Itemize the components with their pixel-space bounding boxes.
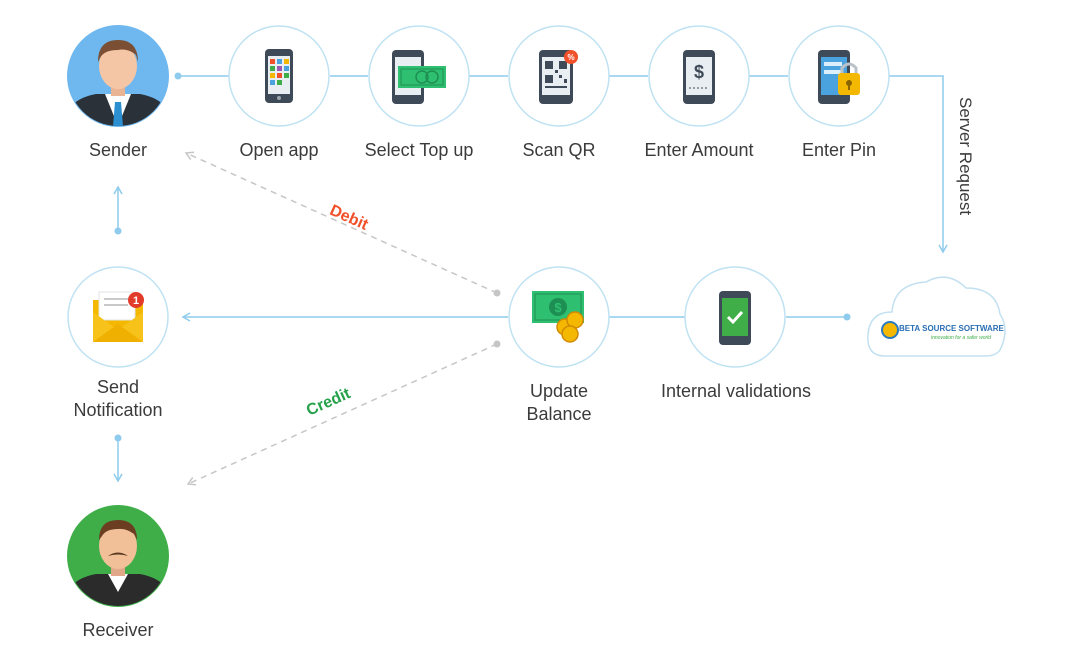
- label-send-notification: Send Notification: [48, 376, 188, 422]
- phone-cash-icon: [392, 50, 446, 104]
- label-send-notification-line2: Notification: [73, 400, 163, 420]
- phone-apps-icon: [265, 49, 293, 103]
- svg-text:%: %: [567, 53, 574, 62]
- dollar-phone-icon: $: [683, 50, 715, 104]
- dashed-flows: [184, 151, 498, 486]
- label-server-request: Server Request: [956, 97, 975, 216]
- step-update-balance: $: [508, 266, 610, 368]
- connector-pin-server: [889, 75, 948, 254]
- step-internal-validations: [684, 266, 786, 368]
- receiver-avatar: [67, 505, 169, 607]
- step-send-notification: 1: [67, 266, 169, 368]
- server-tagline: innovation for a safer world: [931, 335, 991, 341]
- debit-arrow: [184, 151, 498, 294]
- label-select-top-up: Select Top up: [364, 140, 474, 160]
- label-receiver: Receiver: [82, 620, 154, 640]
- label-update-balance: Update Balance: [499, 380, 619, 426]
- lock-phone-icon: [818, 50, 860, 104]
- server-brand: BETA SOURCE SOFTWARE: [899, 324, 1005, 333]
- server-cloud: [867, 276, 1006, 357]
- label-enter-pin: Enter Pin: [801, 140, 877, 160]
- money-coins-icon: $: [532, 291, 584, 343]
- sender-avatar: [67, 25, 169, 127]
- label-update-balance-line2: Balance: [526, 404, 592, 424]
- svg-text:$: $: [694, 62, 704, 82]
- step-select-top-up: [368, 25, 470, 127]
- label-enter-amount: Enter Amount: [644, 140, 754, 160]
- label-internal-validations: Internal validations: [660, 381, 812, 401]
- credit-arrow: [186, 343, 498, 486]
- connectors: [113, 72, 948, 483]
- svg-text:$: $: [554, 300, 562, 315]
- check-phone-icon: [719, 291, 751, 345]
- label-sender: Sender: [88, 140, 148, 160]
- notification-count: 1: [133, 295, 139, 307]
- envelope-icon: 1: [93, 291, 144, 342]
- label-scan-qr: Scan QR: [522, 140, 596, 160]
- label-open-app: Open app: [239, 140, 319, 160]
- beta-source-logo-icon: [881, 321, 899, 339]
- step-scan-qr: %: [508, 25, 610, 127]
- step-enter-pin: [788, 25, 890, 127]
- notification-badge: [128, 292, 144, 308]
- step-open-app: [228, 25, 330, 127]
- qr-phone-icon: %: [539, 50, 578, 104]
- label-update-balance-line1: Update: [529, 381, 589, 401]
- label-send-notification-line1: Send: [96, 377, 140, 397]
- step-enter-amount: $: [648, 25, 750, 127]
